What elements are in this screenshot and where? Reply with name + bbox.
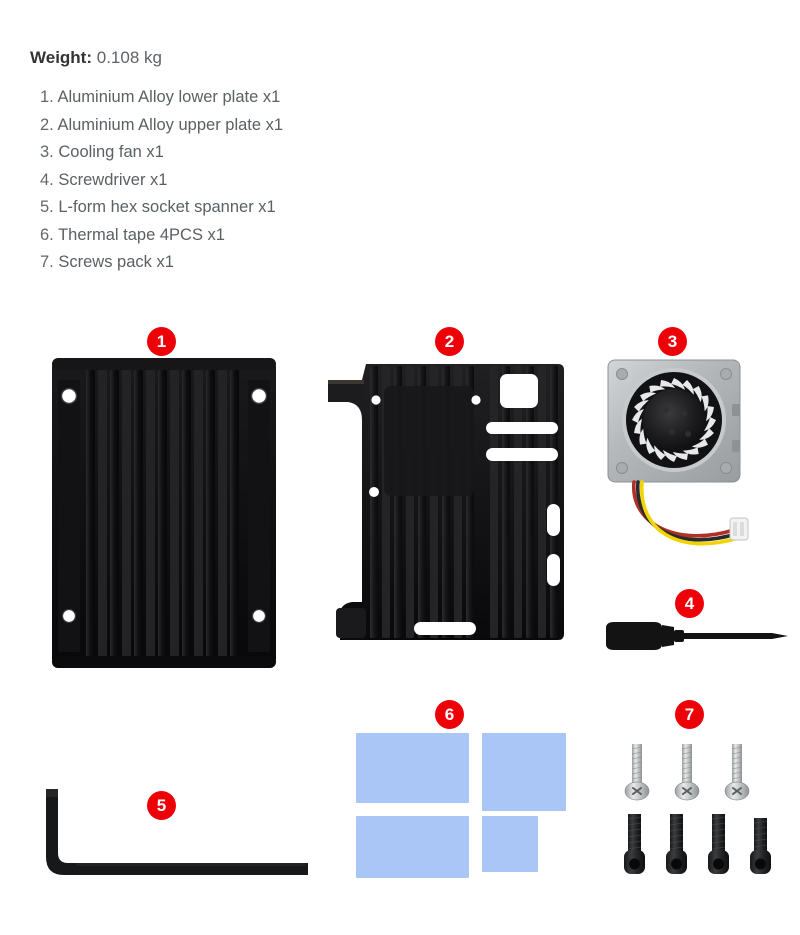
badge-3: 3 xyxy=(658,327,687,356)
thermal-pad-medium-1 xyxy=(482,733,566,811)
list-item-number: 1. xyxy=(40,88,54,106)
hex-spanner-image xyxy=(36,785,311,880)
weight-value: 0.108 kg xyxy=(96,48,162,67)
list-item: 1. Aluminium Alloy lower plate x1 xyxy=(30,84,550,112)
thermal-pad-small-1 xyxy=(482,816,538,872)
list-item: 4. Screwdriver x1 xyxy=(30,167,550,195)
thermal-tape-image xyxy=(356,733,566,878)
list-item-number: 2. xyxy=(40,115,54,134)
list-item-label: Aluminium Alloy lower plate x1 xyxy=(57,88,281,106)
list-item: 2. Aluminium Alloy upper plate x1 xyxy=(30,112,550,140)
badge-4: 4 xyxy=(675,589,704,618)
list-item-label: Screws pack x1 xyxy=(58,253,174,271)
list-item-label: Thermal tape 4PCS x1 xyxy=(58,225,225,244)
list-item-number: 4. xyxy=(40,170,54,189)
screwdriver-image xyxy=(602,618,792,654)
list-item: 7. Screws pack x1 xyxy=(30,249,550,277)
weight-line: Weight: 0.108 kg xyxy=(30,46,550,70)
list-item-number: 5. xyxy=(40,198,54,216)
list-item-label: Screwdriver x1 xyxy=(58,170,168,189)
badge-1: 1 xyxy=(147,327,176,356)
specification-block: Weight: 0.108 kg 1. Aluminium Alloy lowe… xyxy=(30,46,550,277)
list-item: 5. L-form hex socket spanner x1 xyxy=(30,194,550,222)
badge-7: 7 xyxy=(675,700,704,729)
weight-label: Weight: xyxy=(30,48,93,67)
list-item: 6. Thermal tape 4PCS x1 xyxy=(30,222,550,250)
thermal-pad-large-1 xyxy=(356,733,469,803)
badge-5: 5 xyxy=(147,791,176,820)
thermal-pad-large-2 xyxy=(356,816,469,878)
list-item: 3. Cooling fan x1 xyxy=(30,139,550,167)
list-item-number: 6. xyxy=(40,225,54,244)
upper-plate-image xyxy=(318,352,568,652)
list-item-number: 3. xyxy=(40,143,54,161)
list-item-label: Aluminium Alloy upper plate x1 xyxy=(57,115,284,134)
list-item-label: L-form hex socket spanner x1 xyxy=(58,198,276,216)
lower-plate-image xyxy=(52,358,276,668)
cooling-fan-image xyxy=(604,358,749,568)
badge-2: 2 xyxy=(435,327,464,356)
list-item-number: 7. xyxy=(40,253,54,271)
parts-list: 1. Aluminium Alloy lower plate x1 2. Alu… xyxy=(30,84,550,277)
badge-6: 6 xyxy=(435,700,464,729)
list-item-label: Cooling fan x1 xyxy=(58,143,164,161)
screws-pack-image xyxy=(620,738,785,883)
